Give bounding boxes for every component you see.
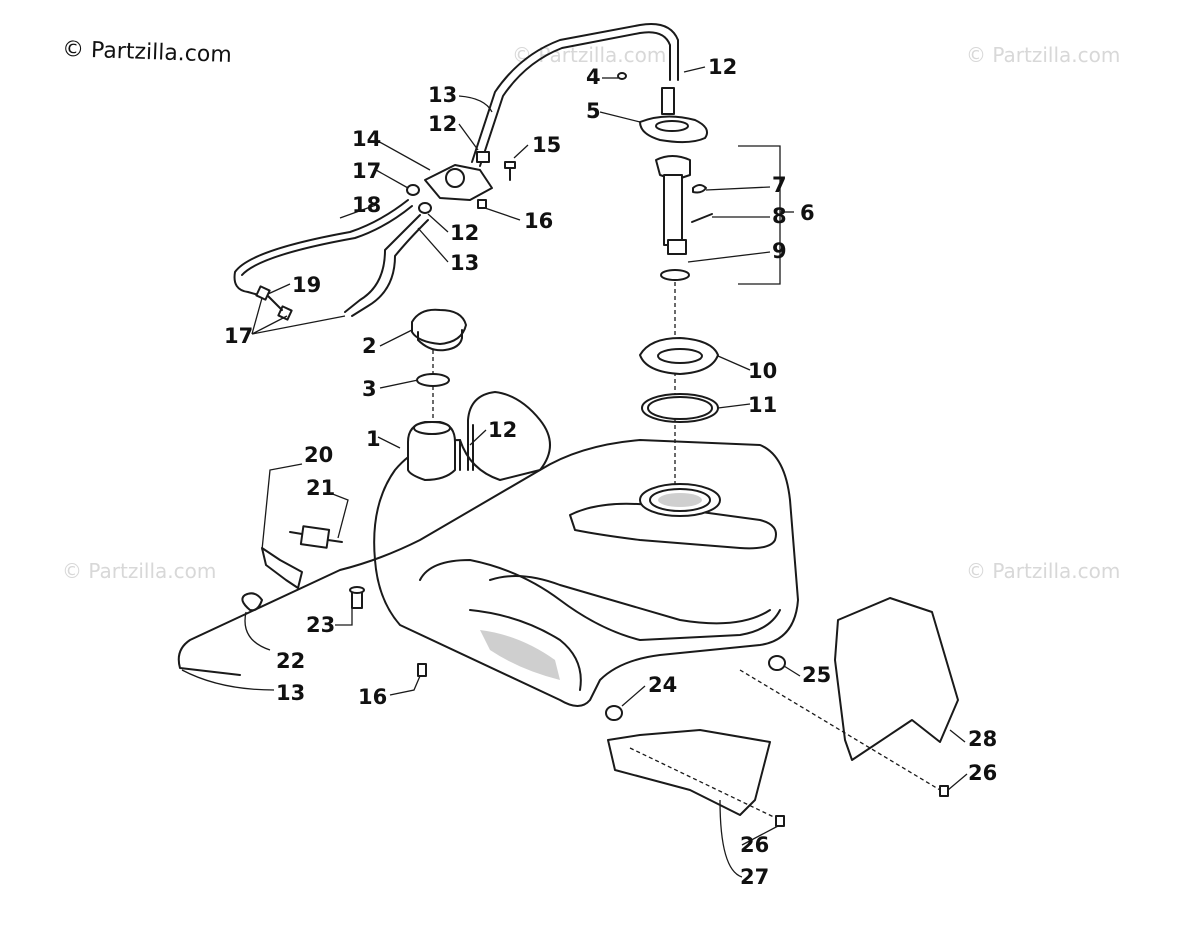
callout-16: 16 <box>358 685 387 709</box>
callout-17: 17 <box>352 159 381 183</box>
tank-gasket <box>641 393 719 423</box>
callout-9: 9 <box>772 239 787 263</box>
screw <box>417 663 427 677</box>
watermark: © Partzilla.com <box>512 43 666 67</box>
clamp <box>406 184 420 196</box>
filter-bracket <box>261 547 303 589</box>
callout-17: 17 <box>224 324 253 348</box>
callout-12: 12 <box>450 221 479 245</box>
screw <box>775 815 785 827</box>
callout-16: 16 <box>524 209 553 233</box>
clamp <box>418 202 432 214</box>
callout-24: 24 <box>648 673 677 697</box>
callout-14: 14 <box>352 127 381 151</box>
screw <box>617 72 627 80</box>
callout-26: 26 <box>740 833 769 857</box>
inline-fuel-filter <box>289 525 343 549</box>
grommet <box>768 655 786 671</box>
cap-gasket <box>416 373 450 387</box>
callout-11: 11 <box>748 393 777 417</box>
fuel-filter <box>424 151 493 209</box>
callout-18: 18 <box>352 193 381 217</box>
callout-15: 15 <box>532 133 561 157</box>
callout-3: 3 <box>362 377 377 401</box>
callout-13: 13 <box>276 681 305 705</box>
watermark: © Partzilla.com <box>62 559 216 583</box>
callout-20: 20 <box>304 443 333 467</box>
heat-shield-rear <box>834 597 959 761</box>
callout-13: 13 <box>450 251 479 275</box>
screw <box>939 785 949 797</box>
callout-21: 21 <box>306 476 335 500</box>
callout-12: 12 <box>428 112 457 136</box>
callout-13: 13 <box>428 83 457 107</box>
callout-28: 28 <box>968 727 997 751</box>
retaining-ring <box>639 337 719 375</box>
callout-1: 1 <box>366 427 381 451</box>
grommet <box>605 705 623 721</box>
callout-12: 12 <box>708 55 737 79</box>
callout-26: 26 <box>968 761 997 785</box>
callout-22: 22 <box>276 649 305 673</box>
nut <box>692 184 707 194</box>
callout-12: 12 <box>488 418 517 442</box>
callout-2: 2 <box>362 334 377 358</box>
callout-7: 7 <box>772 173 787 197</box>
watermark: © Partzilla.com <box>966 43 1120 67</box>
callout-8: 8 <box>772 204 787 228</box>
heat-shield-front <box>607 729 771 816</box>
callout-5: 5 <box>586 99 601 123</box>
watermark: © Partzilla.com <box>966 559 1120 583</box>
callout-4: 4 <box>586 65 601 89</box>
callout-6: 6 <box>800 201 815 225</box>
vent-valve <box>349 586 365 609</box>
callout-25: 25 <box>802 663 831 687</box>
fuel-tank <box>373 421 799 707</box>
callout-19: 19 <box>292 273 321 297</box>
fuel-cap <box>411 308 467 352</box>
callout-23: 23 <box>306 613 335 637</box>
hose-clamp <box>241 592 263 612</box>
callout-27: 27 <box>740 865 769 889</box>
callout-10: 10 <box>748 359 777 383</box>
fuel-pump-assembly <box>639 87 708 485</box>
